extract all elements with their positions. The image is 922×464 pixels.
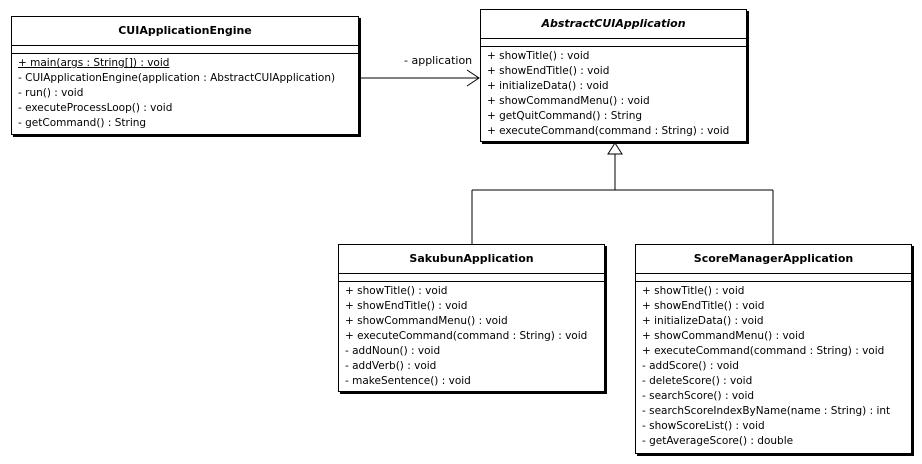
- operation-item: + showCommandMenu() : void: [345, 315, 508, 327]
- operations-section: + showTitle() : void + showEndTitle() : …: [636, 282, 911, 449]
- operation-item: - addScore() : void: [642, 360, 739, 372]
- operation-item: - makeSentence() : void: [345, 375, 471, 387]
- operations-section: + showTitle() : void + showEndTitle() : …: [339, 282, 604, 389]
- operation-item: + showTitle() : void: [345, 285, 448, 297]
- association-arrowhead: [466, 69, 480, 87]
- operation-item: - searchScoreIndexByName(name : String) …: [642, 405, 891, 417]
- operation-item: + executeCommand(command : String) : voi…: [642, 345, 885, 357]
- operation-item: - addNoun() : void: [345, 345, 441, 357]
- operations-section: + showTitle() : void + showEndTitle() : …: [481, 47, 746, 139]
- operation-item: - run() : void: [18, 87, 84, 99]
- attributes-section: [481, 39, 746, 47]
- attributes-section: [636, 274, 911, 282]
- class-scoremanagerapplication[interactable]: ScoreManagerApplication + showTitle() : …: [635, 244, 912, 454]
- operation-item: + showEndTitle() : void: [345, 300, 468, 312]
- class-name: SakubunApplication: [339, 245, 604, 274]
- class-name: CUIApplicationEngine: [12, 17, 358, 46]
- class-cuiapplicationengine[interactable]: CUIApplicationEngine + main(args : Strin…: [11, 16, 359, 135]
- operation-item: - CUIApplicationEngine(application : Abs…: [18, 72, 336, 84]
- class-sakubunapplication[interactable]: SakubunApplication + showTitle() : void …: [338, 244, 605, 392]
- attributes-section: [12, 46, 358, 54]
- operation-item: + showTitle() : void: [642, 285, 745, 297]
- operation-item: - deleteScore() : void: [642, 375, 753, 387]
- operation-item: + showCommandMenu() : void: [487, 95, 650, 107]
- operation-item: - addVerb() : void: [345, 360, 437, 372]
- operation-item: + initializeData() : void: [642, 315, 764, 327]
- operation-item: - executeProcessLoop() : void: [18, 102, 173, 114]
- operation-item: - showScoreList() : void: [642, 420, 765, 432]
- operation-item: + initializeData() : void: [487, 80, 609, 92]
- operation-item: + showEndTitle() : void: [487, 65, 610, 77]
- operation-item: + executeCommand(command : String) : voi…: [487, 125, 730, 137]
- attributes-section: [339, 274, 604, 282]
- operation-item: + executeCommand(command : String) : voi…: [345, 330, 588, 342]
- class-name: ScoreManagerApplication: [636, 245, 911, 274]
- operation-item: - searchScore() : void: [642, 390, 755, 402]
- operation-item: + showEndTitle() : void: [642, 300, 765, 312]
- operation-item: - getAverageScore() : double: [642, 435, 794, 447]
- association-label: - application: [404, 54, 473, 67]
- operations-section: + main(args : String[]) : void - CUIAppl…: [12, 54, 358, 131]
- operation-item: + showTitle() : void: [487, 50, 590, 62]
- operation-item: + main(args : String[]) : void: [18, 57, 170, 69]
- operation-item: + getQuitCommand() : String: [487, 110, 643, 122]
- generalization-triangle: [607, 142, 623, 155]
- operation-item: - getCommand() : String: [18, 117, 147, 129]
- class-name: AbstractCUIApplication: [481, 10, 746, 39]
- class-abstractcuiapplication[interactable]: AbstractCUIApplication + showTitle() : v…: [480, 9, 747, 142]
- operation-item: + showCommandMenu() : void: [642, 330, 805, 342]
